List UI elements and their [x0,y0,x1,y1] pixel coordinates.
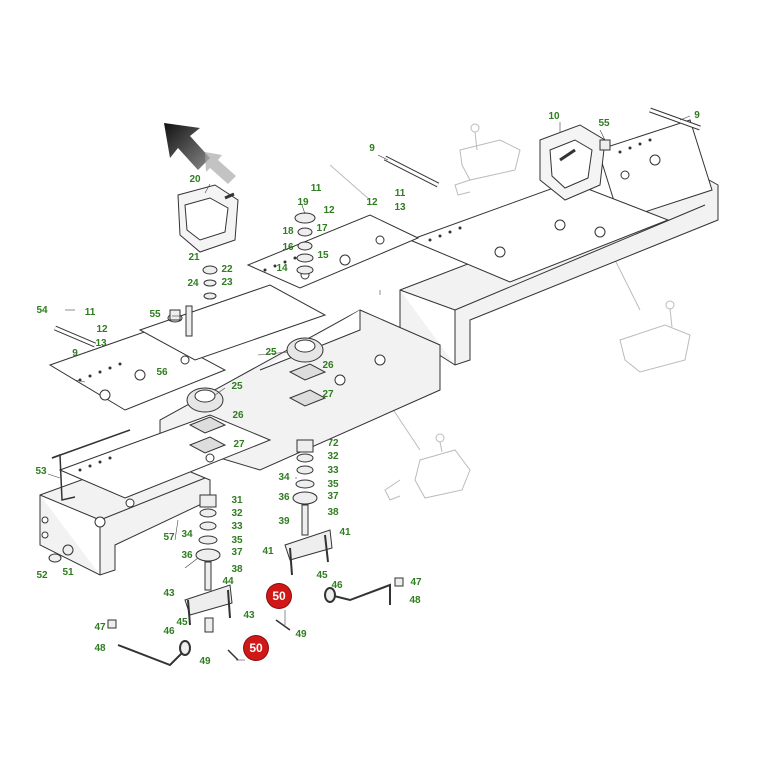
crank-handles [51,429,391,667]
part-label: 46 [163,626,175,637]
part-label: 13 [394,202,406,213]
part-label: 36 [278,492,290,503]
gaskets [188,363,327,454]
part-label: 10 [548,111,560,122]
part-label: 9 [369,143,375,154]
part-label: 12 [323,205,335,216]
part-label: 38 [231,564,243,575]
part-label: 46 [331,580,343,591]
part-label: 21 [188,252,200,263]
part-label: 20 [189,174,201,185]
part-label: 31 [231,495,243,506]
part-label: 9 [694,110,700,121]
part-label: 12 [96,324,108,335]
part-label: 26 [232,410,244,421]
part-label: 44 [222,576,234,587]
gearbox-right [539,124,606,201]
part-label: 17 [316,223,328,234]
part-label: 48 [94,643,106,654]
part-label: 37 [231,547,243,558]
highlight-badge[interactable]: 50 [267,584,291,608]
part-label: 57 [163,532,175,543]
part-label: 55 [149,309,161,320]
small-parts [48,107,701,661]
part-label: 45 [316,570,328,581]
part-label: 34 [278,472,290,483]
part-label: 23 [221,277,233,288]
gear-25-lower [186,387,224,413]
part-label: 27 [322,389,334,400]
part-label: 41 [262,546,274,557]
part-label: 26 [322,360,334,371]
part-label: 24 [187,278,199,289]
part-label: 11 [84,307,96,318]
part-label: 72 [327,438,339,449]
part-label: 32 [231,508,243,519]
part-label: 11 [394,188,406,199]
part-label: 22 [221,264,233,275]
part-label: 33 [327,465,339,476]
part-label: 45 [176,617,188,628]
part-label: 12 [366,197,378,208]
part-label: 18 [282,226,294,237]
part-label: 41 [339,527,351,538]
part-label: 47 [94,622,106,633]
part-label: 25 [265,347,277,358]
part-label: 32 [327,451,339,462]
part-label: 19 [297,197,309,208]
frame [39,119,719,576]
part-label: 38 [327,507,339,518]
part-label: 53 [35,466,47,477]
gearbox-left [177,184,239,253]
part-label: 48 [409,595,421,606]
part-label: 35 [231,535,243,546]
part-label: 27 [233,439,245,450]
part-label: 43 [243,610,255,621]
direction-arrow-icon [164,123,236,184]
part-label: 51 [62,567,74,578]
part-label: 33 [231,521,243,532]
part-label: 11 [310,183,322,194]
part-label: 34 [181,529,193,540]
part-label: 49 [295,629,307,640]
part-label: 47 [410,577,422,588]
highlight-badge[interactable]: 50 [244,636,268,660]
part-label: 16 [282,242,294,253]
part-label: 52 [36,570,48,581]
part-label: 43 [163,588,175,599]
part-label: 35 [327,479,339,490]
shaft-stack-right [284,439,333,576]
part-label: 36 [181,550,193,561]
part-label: 39 [278,516,290,527]
part-label: 9 [72,348,78,359]
shaft-stack-left [184,494,233,633]
part-label: 37 [327,491,339,502]
leader-lines [47,115,691,661]
part-label: 15 [317,250,329,261]
part-label: 13 [95,338,107,349]
part-label: 14 [276,263,288,274]
gear-25-upper [286,337,324,363]
part-label: 54 [36,305,48,316]
part-label: 55 [598,118,610,129]
part-label: 49 [199,656,211,667]
part-label: 56 [156,367,168,378]
part-label: 25 [231,381,243,392]
